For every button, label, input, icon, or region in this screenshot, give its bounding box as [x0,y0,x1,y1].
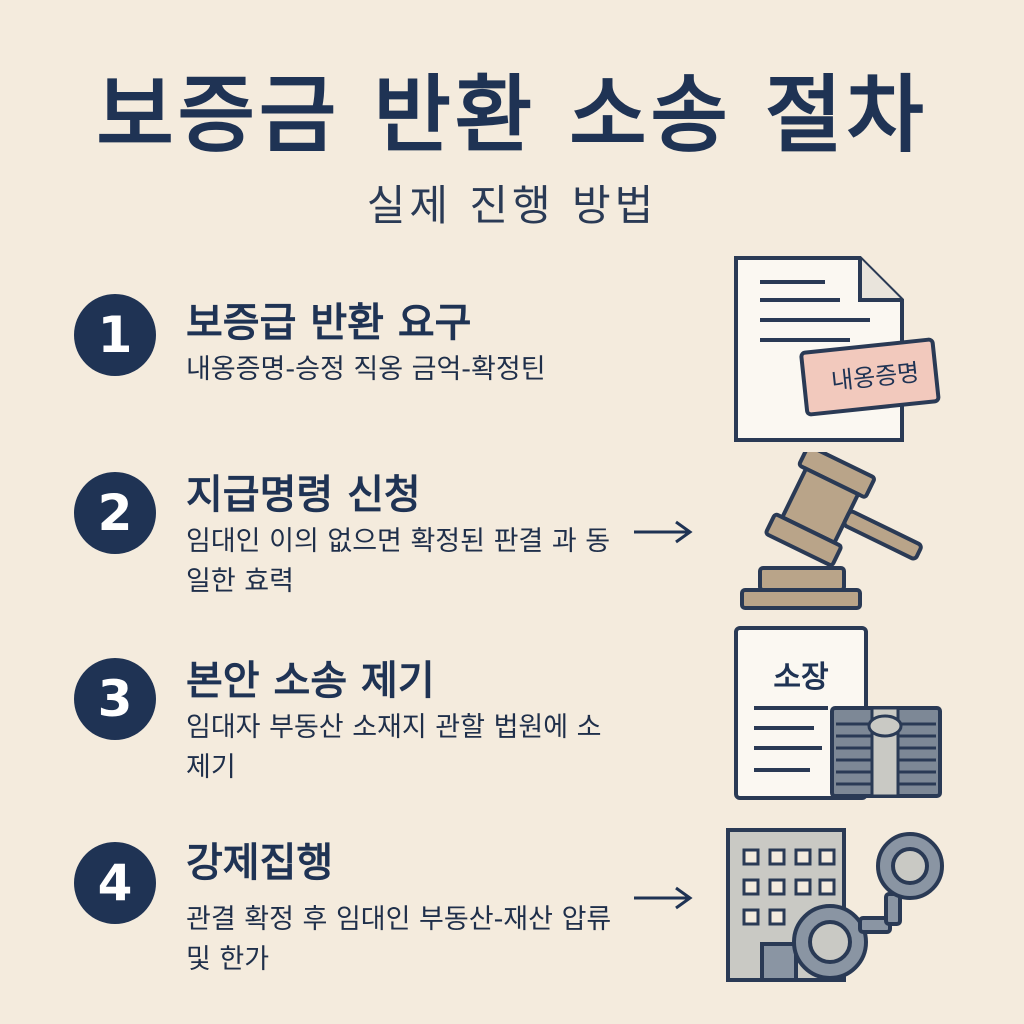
step-number-badge: 4 [74,842,156,924]
step-title: 본안 소송 제기 [186,658,435,704]
step-description: 임대인 이의 없으면 확정된 판결 과 동일한 효력 [186,526,611,597]
certified-document-icon [734,256,941,442]
step-number-badge: 2 [74,472,156,554]
step-description: 내옹증명-승정 직옹 금억-확정틴 [186,354,546,385]
page-subtitle: 실제 진행 방법 [366,181,658,230]
step-number-badge: 3 [74,658,156,740]
step-title: 보증급 반환 요구 [186,300,472,346]
page-title: 보증금 반환 소송 절차 [96,66,928,164]
arrow-right-icon [634,886,693,910]
complaint-money-icon [734,626,942,800]
step-title: 강제집행 [186,840,334,886]
building-handcuffs-icon [726,828,944,982]
step-description: 임대자 부동산 소재지 관할 법원에 소 제기 [186,712,602,783]
arrow-right-icon [634,520,693,544]
gavel-icon [740,452,923,610]
complaint-document-label: 소장 [773,660,829,695]
step-number-badge: 1 [74,294,156,376]
step-description: 관결 확정 후 임대인 부동산-재산 압류 및 한가 [186,904,612,975]
step-title: 지급명령 신청 [186,472,421,518]
